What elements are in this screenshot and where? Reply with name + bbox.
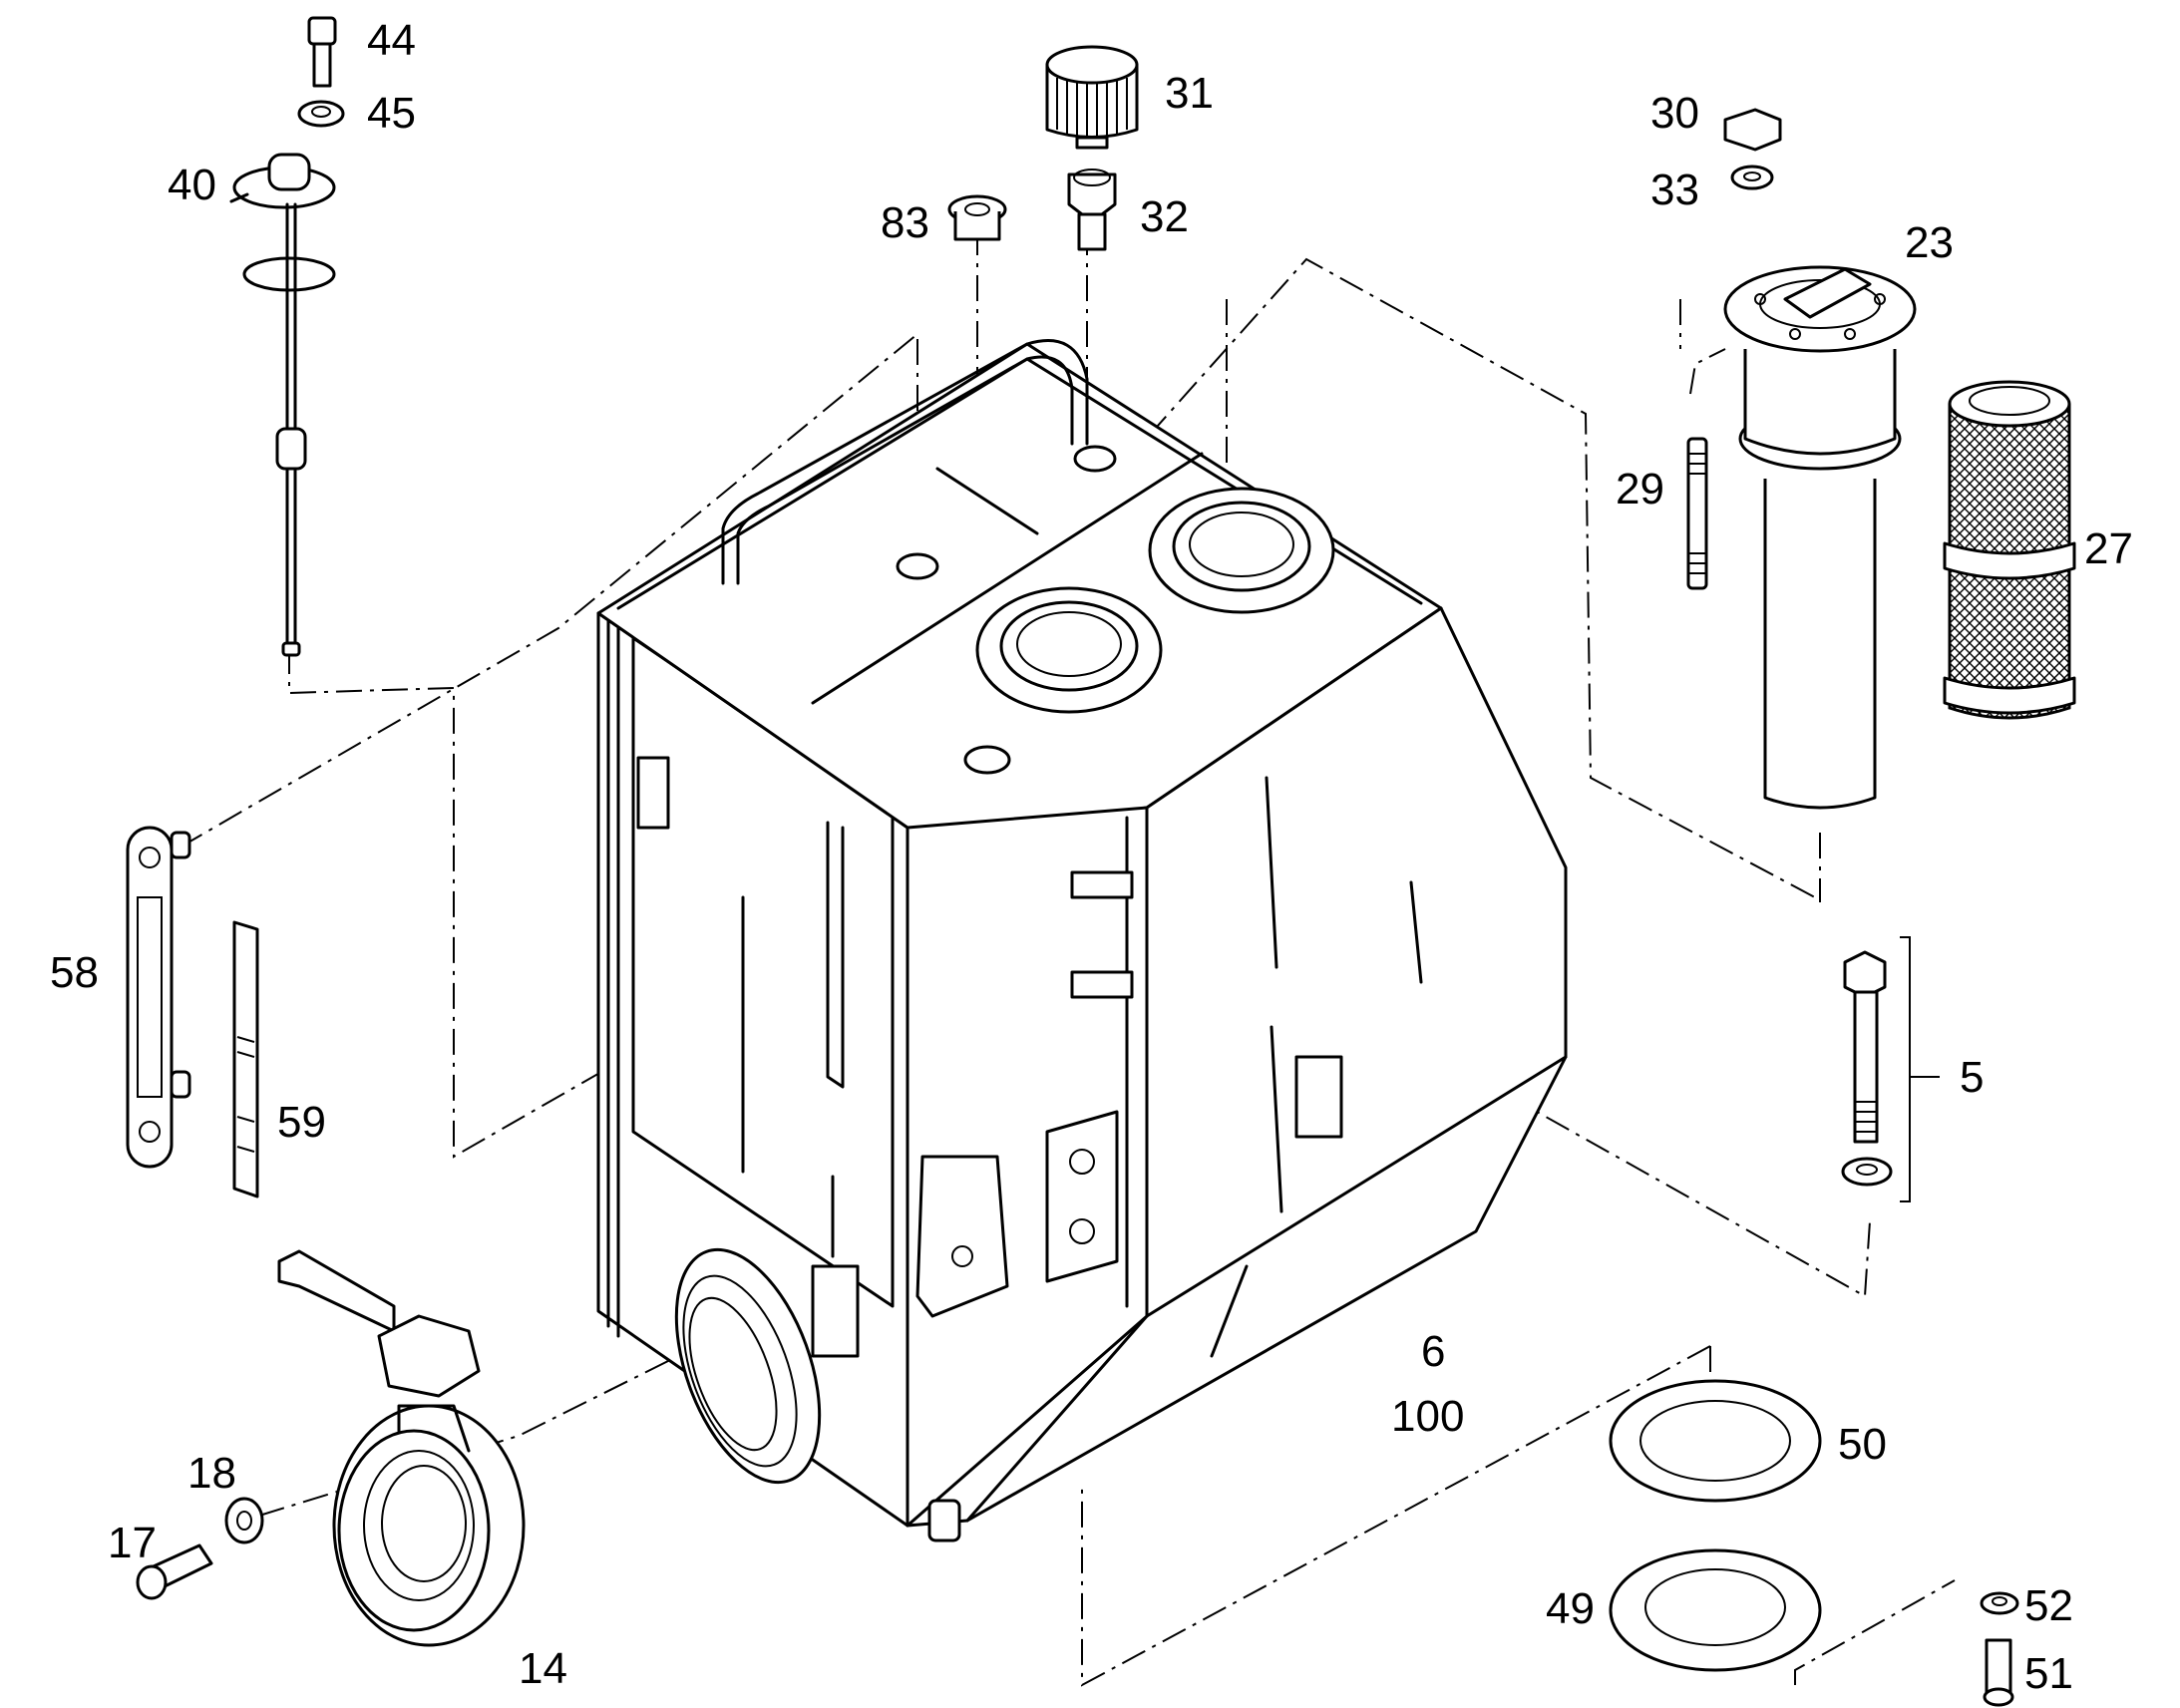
part-number-labels: 44 45 40 31 32 83 30 33 23 29 27 58 59 5… [50, 16, 2133, 1698]
label-45: 45 [367, 89, 416, 138]
part-18-washer [224, 1497, 264, 1544]
part-40-level-sensor [229, 153, 336, 657]
part-5-bolt [1841, 936, 1940, 1202]
part-59-label [232, 920, 259, 1198]
label-52: 52 [2024, 1581, 2073, 1630]
label-100: 100 [1391, 1392, 1464, 1441]
label-33: 33 [1650, 166, 1699, 214]
part-44-screw [307, 16, 337, 88]
label-6: 6 [1421, 1327, 1445, 1376]
label-23: 23 [1905, 218, 1954, 267]
part-17-screw [136, 1543, 213, 1600]
part-30-nut [1723, 108, 1782, 152]
label-30: 30 [1650, 89, 1699, 138]
part-83-plug [947, 194, 1007, 241]
label-5: 5 [1960, 1053, 1984, 1102]
part-58-sight-glass [126, 826, 191, 1169]
label-40: 40 [168, 161, 216, 209]
label-31: 31 [1165, 69, 1214, 118]
label-58: 58 [50, 948, 99, 997]
label-29: 29 [1616, 465, 1664, 513]
part-14-butterfly-valve [277, 1249, 526, 1647]
part-27-filter-element [1943, 380, 2076, 720]
label-44: 44 [367, 16, 416, 65]
part-49-cover [1609, 1548, 1822, 1672]
part-23-filter-housing [1723, 265, 1917, 810]
hydraulic-tank-body [596, 339, 1568, 1542]
label-27: 27 [2084, 524, 2133, 573]
part-51-screw [1983, 1638, 2014, 1707]
label-14: 14 [519, 1644, 567, 1693]
part-33-washer [1730, 165, 1774, 190]
part-50-gasket [1609, 1379, 1822, 1503]
label-49: 49 [1546, 1584, 1595, 1633]
label-51: 51 [2024, 1649, 2073, 1698]
part-45-washer [297, 100, 345, 128]
tank-port-rear [1148, 487, 1335, 614]
part-31-breather-cap [1045, 45, 1139, 150]
label-18: 18 [187, 1449, 236, 1498]
label-59: 59 [277, 1098, 326, 1147]
part-32-adapter [1067, 169, 1117, 251]
part-29-stud [1686, 437, 1708, 590]
label-32: 32 [1140, 192, 1189, 241]
label-83: 83 [881, 198, 929, 247]
tank-port-front [975, 586, 1163, 714]
label-17: 17 [108, 1519, 157, 1567]
tank-side-flange [674, 1247, 822, 1485]
label-50: 50 [1838, 1420, 1887, 1469]
part-52-washer [1980, 1591, 2019, 1615]
